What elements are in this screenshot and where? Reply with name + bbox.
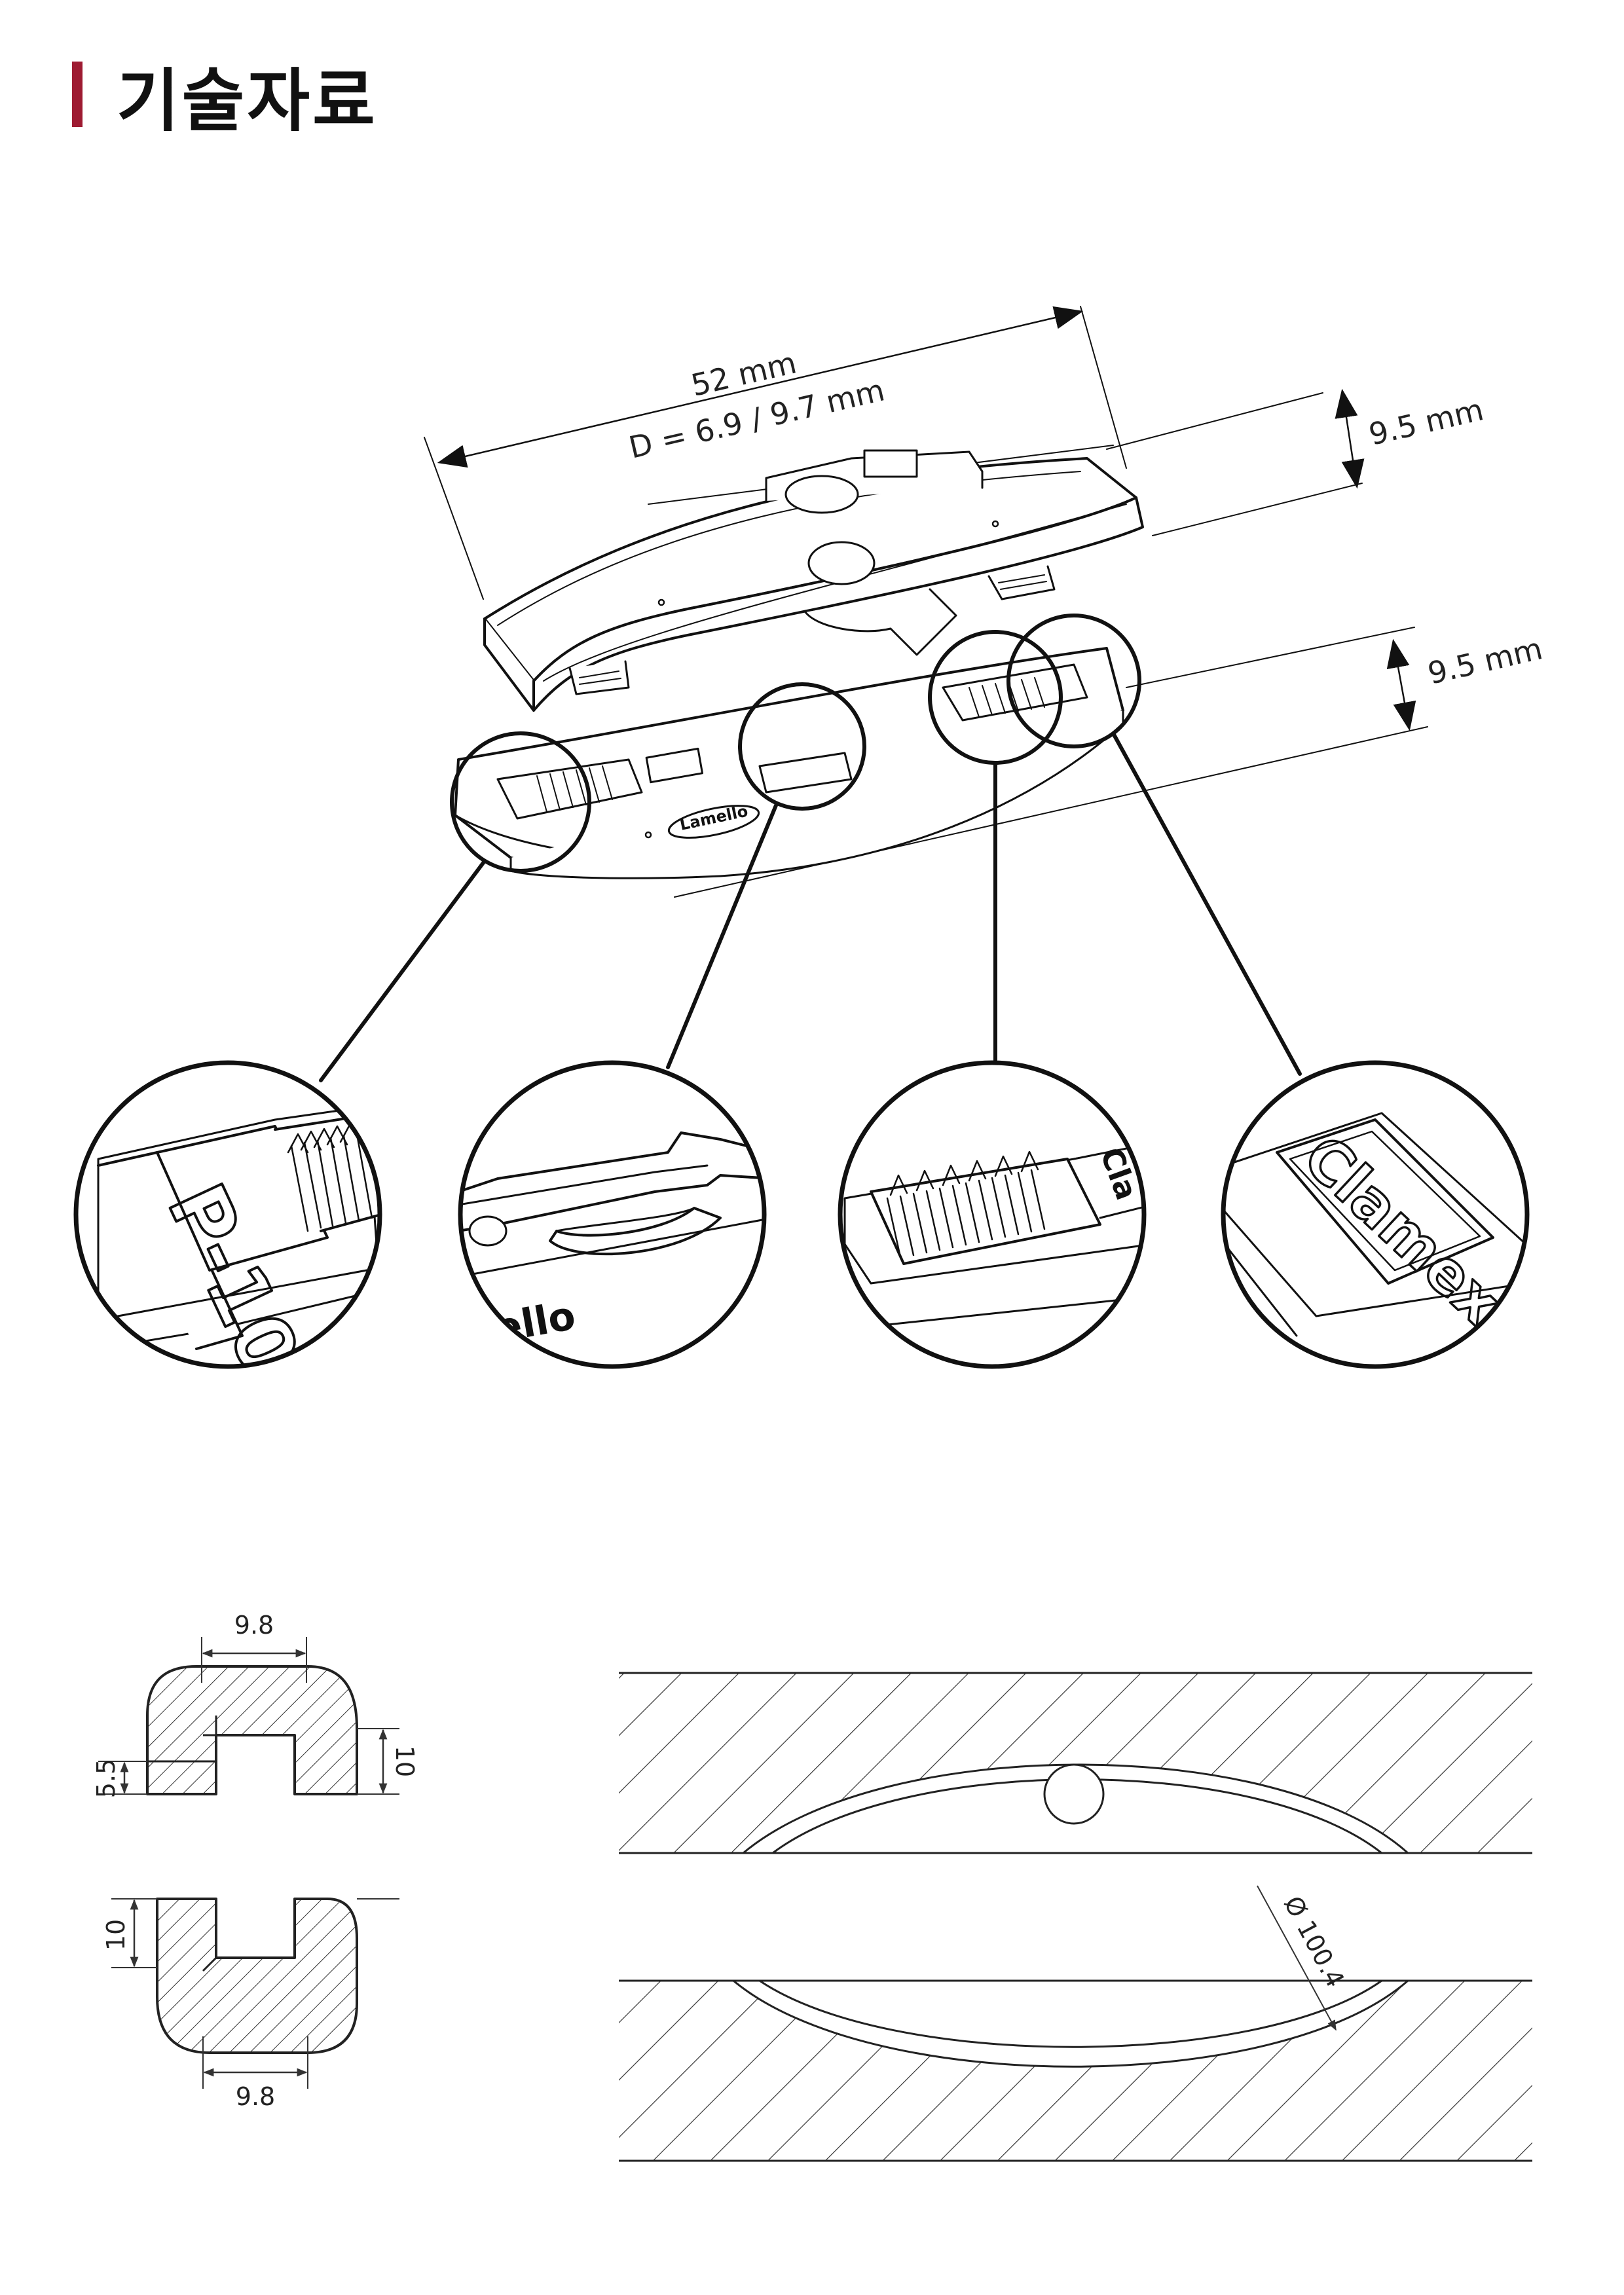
groove-section-top bbox=[619, 1672, 1532, 1854]
page-title: 기술자료 bbox=[117, 60, 378, 141]
detail-p10: P-10 bbox=[73, 1060, 382, 1369]
profile-top-slot-label: 5.5 bbox=[92, 1759, 120, 1798]
profile-bottom-width-label: 9.8 bbox=[236, 2082, 275, 2111]
detail-cam-slot: ello bbox=[458, 1060, 767, 1369]
connector-isometric-drawing: 52 mm D = 6.9 / 9.7 mm 9.5 mm 9.5 mm bbox=[73, 306, 1545, 1369]
profile-top-height-label: 10 bbox=[390, 1746, 419, 1777]
detail-teeth-slot: Cla bbox=[838, 1060, 1147, 1369]
title-accent-bar bbox=[72, 62, 83, 127]
profile-top-width-label: 9.8 bbox=[234, 1611, 274, 1640]
profile-section-top: 9.8 10 5.5 bbox=[92, 1611, 419, 1798]
detail-clamex: Clamex bbox=[1221, 1060, 1530, 1369]
height-dimension-top bbox=[1106, 388, 1365, 536]
profile-section-bottom: 10 9.8 bbox=[101, 1898, 399, 2111]
groove-diameter-label: Ø 100.4 bbox=[1278, 1892, 1350, 1992]
connector-lower-part: Lamello bbox=[454, 647, 1124, 879]
profile-bottom-height-label: 10 bbox=[101, 1919, 130, 1951]
height-bottom-label: 9.5 mm bbox=[1424, 631, 1545, 691]
length-dimension bbox=[424, 306, 1127, 600]
page-header: 기술자료 bbox=[72, 58, 378, 141]
height-top-label: 9.5 mm bbox=[1365, 392, 1486, 452]
detail-callout-circles bbox=[319, 614, 1302, 1082]
groove-section-bottom: Ø 100.4 bbox=[619, 1885, 1532, 2162]
height-dimension-bottom bbox=[674, 627, 1428, 898]
connector-upper-part bbox=[483, 449, 1144, 712]
